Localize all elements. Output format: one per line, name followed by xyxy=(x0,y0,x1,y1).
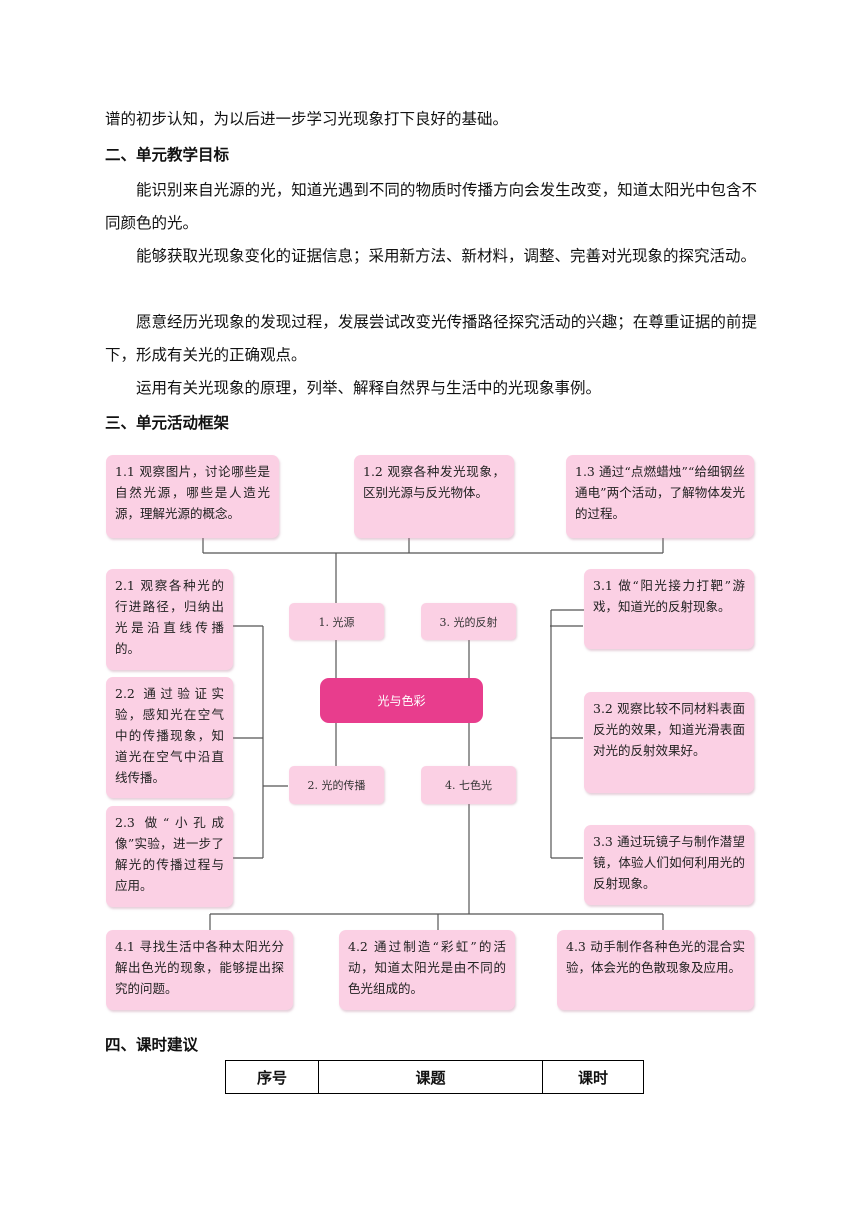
activity-box-4-1: 4.1 寻找生活中各种太阳光分解出色光的现象，能够提出探究的问题。 xyxy=(106,930,293,1010)
activity-box-4-2: 4.2 通过制造“彩虹”的活动，知道太阳光是由不同的色光组成的。 xyxy=(339,930,515,1010)
connector-lines xyxy=(202,538,664,930)
section-heading-framework: 三、单元活动框架 xyxy=(105,414,230,432)
header-cell-hours: 课时 xyxy=(542,1060,644,1094)
section-heading-hours: 四、课时建议 xyxy=(105,1036,199,1054)
intro-paragraph-tail: 谱的初步认知，为以后进一步学习光现象打下良好的基础。 xyxy=(105,110,509,128)
activity-box-3-3: 3.3 通过玩镜子与制作潜望镜，体验人们如何利用光的反射现象。 xyxy=(584,825,754,905)
header-cell-topic: 课题 xyxy=(318,1060,543,1094)
table-header-row: 序号 课题 课时 xyxy=(225,1060,644,1094)
class-hours-table: 序号 课题 课时 xyxy=(225,1060,644,1094)
activity-box-1-3: 1.3 通过“点燃蜡烛”“给细钢丝通电”两个活动，了解物体发光的过程。 xyxy=(566,455,754,538)
goal-paragraph-2: 能够获取光现象变化的证据信息；采用新方法、新材料，调整、完善对光现象的探究活动。 xyxy=(136,247,757,265)
activity-box-2-1: 2.1 观察各种光的行进路径，归纳出光是沿直线传播的。 xyxy=(106,569,233,670)
center-node-light-and-color: 光与色彩 xyxy=(320,678,483,723)
activity-box-2-3: 2.3 做“小孔成像”实验，进一步了解光的传播过程与应用。 xyxy=(106,806,233,907)
activity-box-3-2: 3.2 观察比较不同材料表面反光的效果，知道光滑表面对光的反射效果好。 xyxy=(584,692,754,793)
goal-paragraph-3: 愿意经历光现象的发现过程，发展尝试改变光传播路径探究活动的兴趣；在尊重证据的前提… xyxy=(105,313,757,364)
activity-box-3-1: 3.1 做“阳光接力打靶”游戏，知道光的反射现象。 xyxy=(584,569,754,649)
activity-box-1-2: 1.2 观察各种发光现象，区别光源与反光物体。 xyxy=(354,455,514,538)
header-cell-index: 序号 xyxy=(225,1060,319,1094)
section-heading-goals: 二、单元教学目标 xyxy=(105,146,230,164)
node-seven-colors: 4. 七色光 xyxy=(421,766,516,804)
node-propagation: 2. 光的传播 xyxy=(289,766,384,804)
activity-box-1-1: 1.1 观察图片，讨论哪些是自然光源，哪些是人造光源，理解光源的概念。 xyxy=(106,455,279,538)
activity-framework-diagram: 1.1 观察图片，讨论哪些是自然光源，哪些是人造光源，理解光源的概念。 1.2 … xyxy=(103,448,757,1017)
activity-box-4-3: 4.3 动手制作各种色光的混合实验，体会光的色散现象及应用。 xyxy=(557,930,754,1010)
node-light-source: 1. 光源 xyxy=(289,603,384,640)
goal-paragraph-1: 能识别来自光源的光，知道光遇到不同的物质时传播方向会发生改变，知道太阳光中包含不… xyxy=(105,181,757,232)
activity-box-2-2: 2.2 通过验证实验，感知光在空气中的传播现象，知道光在空气中沿直线传播。 xyxy=(106,677,233,798)
goal-paragraph-4: 运用有关光现象的原理，列举、解释自然界与生活中的光现象事例。 xyxy=(136,379,602,397)
node-reflection: 3. 光的反射 xyxy=(421,603,516,640)
